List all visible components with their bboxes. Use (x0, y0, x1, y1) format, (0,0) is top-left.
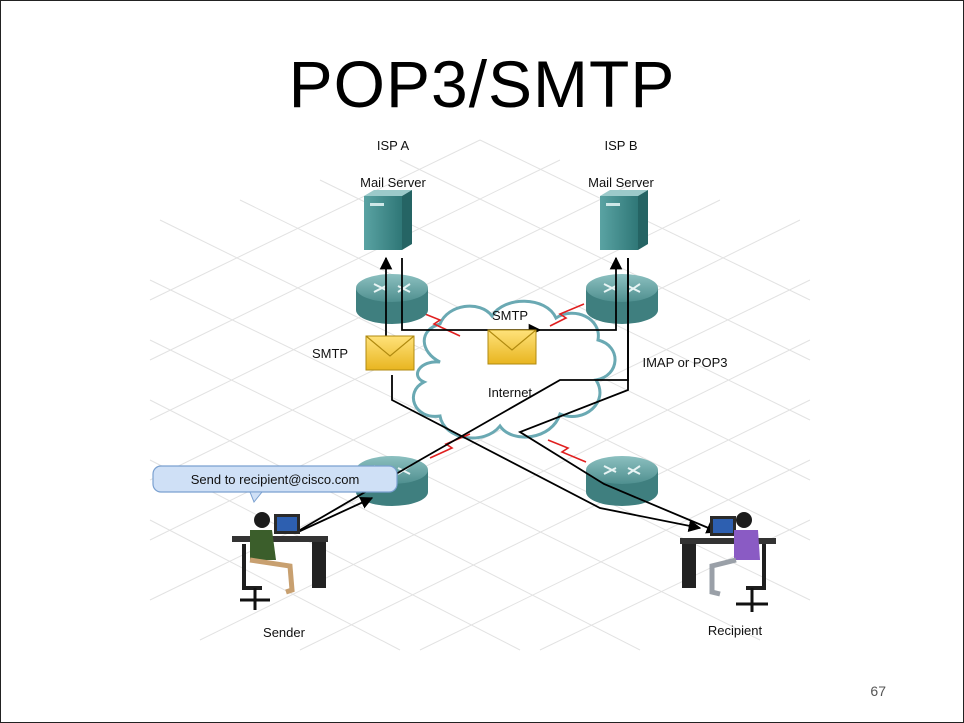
send-callout (152, 465, 398, 503)
internet-label: Internet (488, 385, 532, 400)
slide-title: POP3/SMTP (288, 47, 676, 121)
isp-b-server-label: Mail Server (588, 175, 654, 190)
router-isp-a-icon (356, 274, 428, 324)
page-number: 67 (870, 683, 886, 699)
recipient-label: Recipient (708, 623, 763, 638)
envelope-smtp-center-icon (487, 329, 537, 365)
mail-server-a-icon (364, 190, 412, 250)
mail-server-b-icon (600, 190, 648, 250)
router-isp-b-icon (586, 274, 658, 324)
sender-person-icon (232, 512, 328, 610)
router-recipient-icon (586, 456, 658, 506)
smtp-center-label: SMTP (492, 308, 528, 323)
recipient-person-icon (680, 512, 776, 612)
isp-b-label: ISP B (604, 138, 637, 153)
sender-label: Sender (263, 625, 306, 640)
imap-pop3-label: IMAP or POP3 (642, 355, 727, 370)
smtp-left-label: SMTP (312, 346, 348, 361)
callout-text: Send to recipient@cisco.com (191, 472, 360, 487)
envelope-smtp-left-icon (365, 335, 415, 371)
flow-arrows (297, 256, 720, 534)
isp-a-label: ISP A (377, 138, 410, 153)
isp-a-server-label: Mail Server (360, 175, 426, 190)
